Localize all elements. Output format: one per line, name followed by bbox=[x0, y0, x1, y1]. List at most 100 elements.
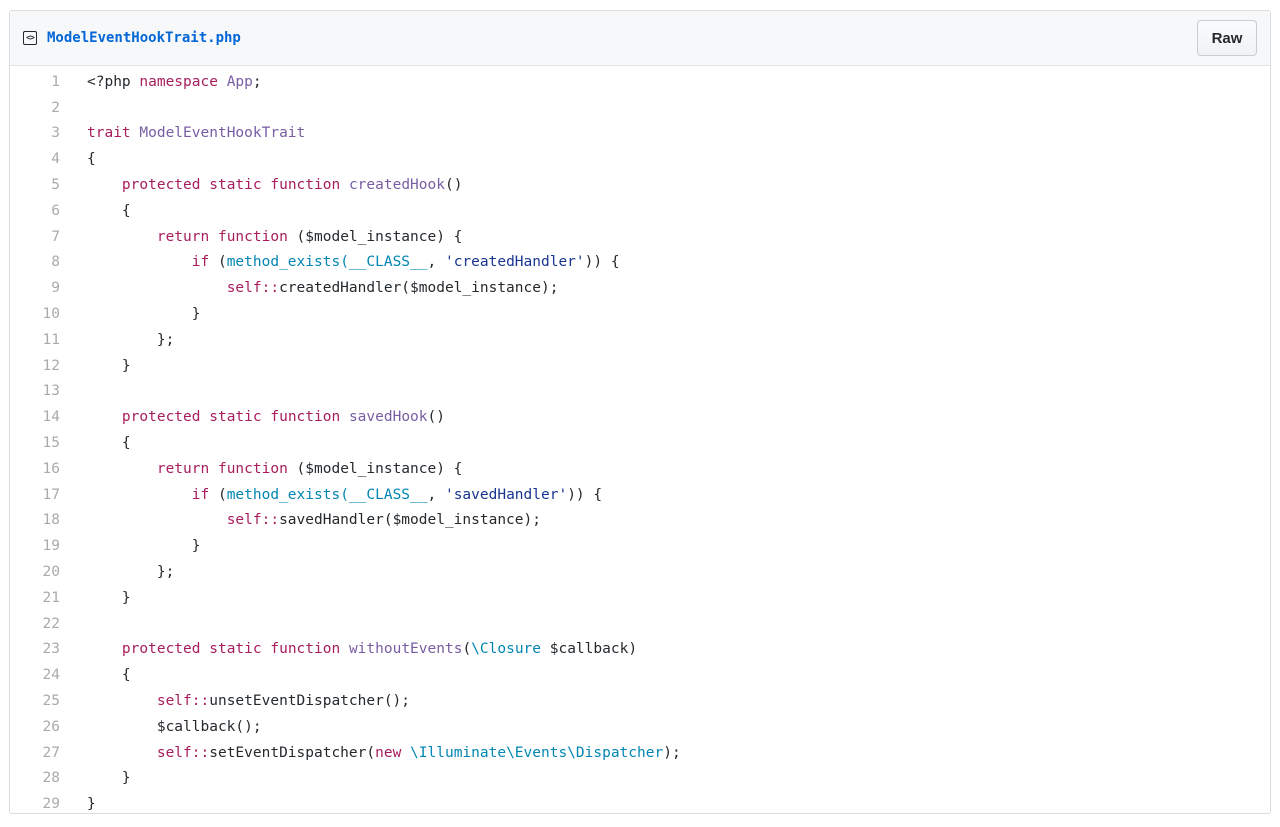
line-number[interactable]: 8 bbox=[51, 254, 60, 271]
line-code: <?php namespace App; bbox=[60, 69, 681, 95]
line-number[interactable]: 9 bbox=[51, 280, 60, 297]
code-line: 10 } bbox=[10, 301, 681, 327]
code-line: 15 { bbox=[10, 430, 681, 456]
code-token bbox=[201, 641, 210, 657]
line-number[interactable]: 10 bbox=[42, 306, 60, 323]
line-code: } bbox=[60, 353, 681, 379]
line-number[interactable]: 13 bbox=[42, 383, 60, 400]
line-number[interactable]: 5 bbox=[51, 177, 60, 194]
code-token: namespace bbox=[139, 73, 218, 90]
line-number[interactable]: 29 bbox=[42, 796, 60, 813]
code-line: 2 bbox=[10, 95, 681, 121]
line-code: self::unsetEventDispatcher(); bbox=[60, 688, 681, 714]
code-line: 9 self::createdHandler($model_instance); bbox=[10, 275, 681, 301]
line-number[interactable]: 25 bbox=[42, 693, 60, 710]
line-number[interactable]: 14 bbox=[42, 409, 60, 426]
line-number[interactable]: 28 bbox=[42, 770, 60, 787]
code-token bbox=[340, 641, 349, 657]
code-token: ($model_instance) { bbox=[287, 460, 463, 477]
code-token: ( bbox=[462, 641, 472, 658]
line-number[interactable]: 24 bbox=[42, 667, 60, 684]
code-token bbox=[209, 229, 218, 245]
code-token: }; bbox=[87, 564, 175, 581]
code-token bbox=[218, 74, 227, 90]
line-code: self::createdHandler($model_instance); bbox=[60, 275, 681, 301]
code-token: return bbox=[156, 228, 210, 245]
code-token bbox=[87, 229, 157, 245]
line-number[interactable]: 2 bbox=[51, 99, 60, 116]
line-number[interactable]: 26 bbox=[42, 718, 60, 735]
line-code: { bbox=[60, 662, 681, 688]
line-code: } bbox=[60, 766, 681, 792]
line-number[interactable]: 27 bbox=[42, 744, 60, 761]
line-number[interactable]: 12 bbox=[42, 357, 60, 374]
code-line: 26 $callback(); bbox=[10, 714, 681, 740]
line-number[interactable]: 19 bbox=[42, 538, 60, 555]
code-token: } bbox=[87, 306, 201, 323]
code-token: function bbox=[217, 460, 288, 477]
code-token: <?php bbox=[87, 73, 140, 90]
code-line: 25 self::unsetEventDispatcher(); bbox=[10, 688, 681, 714]
code-token: { bbox=[87, 151, 96, 168]
line-number[interactable]: 1 bbox=[51, 73, 60, 90]
code-token: savedHook bbox=[348, 409, 428, 426]
code-line: 23 protected static function withoutEven… bbox=[10, 637, 681, 663]
code-token: function bbox=[270, 641, 341, 658]
line-number[interactable]: 6 bbox=[51, 202, 60, 219]
code-line: 29} bbox=[10, 791, 681, 813]
line-number[interactable]: 16 bbox=[42, 460, 60, 477]
code-token: ); bbox=[663, 744, 681, 761]
code-line: 24 { bbox=[10, 662, 681, 688]
line-number[interactable]: 22 bbox=[42, 615, 60, 632]
code-token: ( bbox=[209, 486, 227, 503]
code-token: method_exists(__CLASS__ bbox=[226, 254, 428, 271]
code-token: static bbox=[209, 177, 262, 194]
line-code: } bbox=[60, 301, 681, 327]
gist-file: <> ModelEventHookTrait.php Raw 1<?php na… bbox=[9, 10, 1271, 814]
code-line: 18 self::savedHandler($model_instance); bbox=[10, 508, 681, 534]
code-token bbox=[87, 280, 227, 296]
line-number[interactable]: 11 bbox=[42, 331, 60, 348]
code-token: { bbox=[87, 202, 131, 219]
file-header: <> ModelEventHookTrait.php Raw bbox=[10, 11, 1270, 66]
code-token: } bbox=[87, 770, 131, 787]
code-line: 6 { bbox=[10, 198, 681, 224]
line-code: }; bbox=[60, 559, 681, 585]
line-code: if (method_exists(__CLASS__, 'createdHan… bbox=[60, 250, 681, 276]
line-number[interactable]: 18 bbox=[42, 512, 60, 529]
raw-button[interactable]: Raw bbox=[1197, 20, 1257, 56]
line-number[interactable]: 7 bbox=[51, 228, 60, 245]
code-token: self:: bbox=[156, 744, 210, 761]
code-token: return bbox=[156, 460, 210, 477]
code-token: () bbox=[444, 177, 463, 194]
file-name-link[interactable]: ModelEventHookTrait.php bbox=[47, 30, 241, 46]
line-code: { bbox=[60, 146, 681, 172]
code-token: ( bbox=[209, 254, 227, 271]
code-token: \Closure bbox=[471, 641, 542, 658]
code-token: method_exists(__CLASS__ bbox=[226, 486, 428, 503]
code-token: self:: bbox=[226, 280, 280, 297]
line-number[interactable]: 3 bbox=[51, 125, 60, 142]
code-token bbox=[209, 461, 218, 477]
line-number[interactable]: 17 bbox=[42, 486, 60, 503]
code-token bbox=[340, 409, 349, 425]
code-token bbox=[340, 177, 349, 193]
code-token: function bbox=[217, 228, 288, 245]
line-code: return function ($model_instance) { bbox=[60, 224, 681, 250]
file-info: <> ModelEventHookTrait.php bbox=[23, 30, 241, 46]
line-code: } bbox=[60, 585, 681, 611]
line-number[interactable]: 20 bbox=[42, 564, 60, 581]
code-token: } bbox=[87, 538, 201, 555]
line-code: if (method_exists(__CLASS__, 'savedHandl… bbox=[60, 482, 681, 508]
code-token: createdHandler($model_instance); bbox=[279, 280, 559, 297]
line-number[interactable]: 15 bbox=[42, 435, 60, 452]
line-number[interactable]: 21 bbox=[42, 589, 60, 606]
line-code bbox=[60, 611, 681, 637]
code-token: } bbox=[87, 589, 131, 606]
code-line: 7 return function ($model_instance) { bbox=[10, 224, 681, 250]
code-line: 1<?php namespace App; bbox=[10, 69, 681, 95]
line-number[interactable]: 4 bbox=[51, 151, 60, 168]
line-number[interactable]: 23 bbox=[42, 641, 60, 658]
code-token: { bbox=[87, 435, 131, 452]
